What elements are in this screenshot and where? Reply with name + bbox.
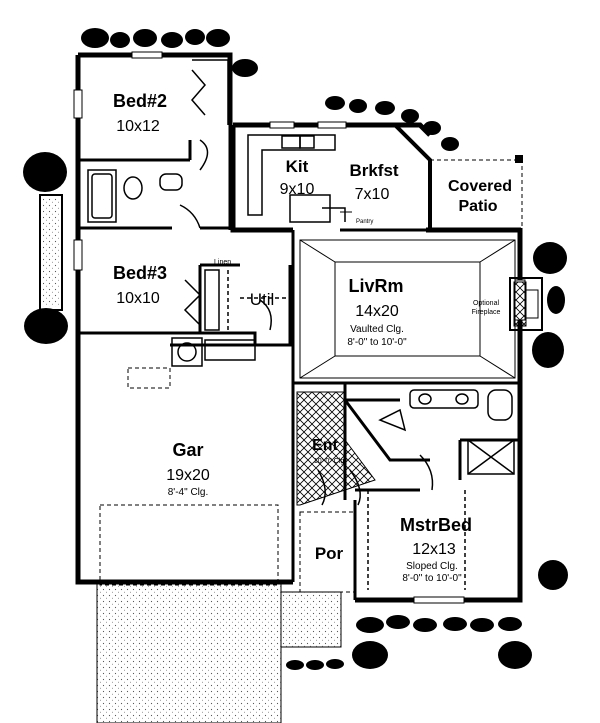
shrub-row-top: [81, 28, 230, 48]
room-name-brkfst: Brkfst: [349, 161, 398, 180]
shrub-column-right: [532, 242, 567, 368]
room-size-bed3: 10x10: [116, 290, 160, 307]
room-size-gar: 19x20: [166, 467, 210, 484]
room-size-mstrbed: 12x13: [412, 541, 456, 558]
room-name-mstrbed: MstrBed: [400, 515, 472, 535]
room-name-por: Por: [315, 544, 344, 563]
hall-bath-fixtures: [87, 139, 209, 229]
patio-label-line2: Patio: [458, 198, 497, 215]
livrm-note-1: Vaulted Clg.: [350, 324, 404, 335]
shrub-row-porch: [286, 659, 344, 670]
room-name-bed2: Bed#2: [113, 91, 167, 111]
utility-fixtures: [171, 297, 290, 367]
breakfast-bay: [350, 123, 432, 228]
porch: [299, 511, 356, 593]
shrub-left-lower: [24, 308, 68, 344]
room-label-pantry: Pantry: [356, 219, 373, 225]
livrm-note-2: 8'-0" to 10'-0": [347, 337, 407, 348]
garage-details: [99, 367, 279, 586]
room-size-bed2: 10x12: [116, 118, 160, 135]
kitchen-counters: [247, 134, 352, 223]
bed2-closet: [191, 59, 229, 125]
planter-box: [39, 194, 63, 311]
room-name-util: Util: [250, 290, 275, 309]
room-name-bed3: Bed#3: [113, 263, 167, 283]
room-size-kit: 9x10: [280, 181, 315, 198]
driveway: [96, 581, 282, 723]
labels: Bed#2 10x12 Kit 9x10 Brkfst 7x10 Pantry …: [113, 91, 512, 584]
vaulted-ceiling-lines: [299, 239, 516, 379]
mstrbed-note-1: Sloped Clg.: [406, 561, 458, 572]
landscaping: [23, 28, 568, 670]
shrub-right-lone: [538, 560, 568, 590]
ent-note: 10'-0" Clg.: [314, 458, 346, 465]
master-doors: [317, 454, 466, 590]
bed3-closet: [183, 269, 229, 331]
room-name-gar: Gar: [172, 440, 203, 460]
fireplace: [509, 277, 543, 331]
room-name-livrm: LivRm: [348, 276, 403, 296]
room-name-kit: Kit: [286, 157, 309, 176]
room-size-livrm: 14x20: [355, 303, 399, 320]
shrub-right-top: [232, 59, 258, 77]
room-size-brkfst: 7x10: [355, 186, 390, 203]
patio-label-line1: Covered: [448, 178, 512, 195]
master-bath-fixtures: [378, 389, 515, 475]
walkway: [280, 591, 342, 648]
gar-note: 8'-4" Clg.: [168, 487, 208, 498]
shrub-row-kitchen: [325, 96, 459, 151]
mstrbed-note-2: 8'-0" to 10'-0": [402, 573, 462, 584]
shrub-left-upper: [23, 152, 67, 192]
shrub-row-bottom: [352, 615, 532, 669]
room-name-ent: Ent: [312, 437, 338, 454]
fireplace-label-2: Fireplace: [472, 309, 501, 316]
fireplace-label-1: Optional: [473, 300, 500, 307]
interior-walls: [78, 55, 520, 600]
entry-tile: [296, 391, 376, 506]
room-label-linen: Linen: [214, 259, 231, 266]
